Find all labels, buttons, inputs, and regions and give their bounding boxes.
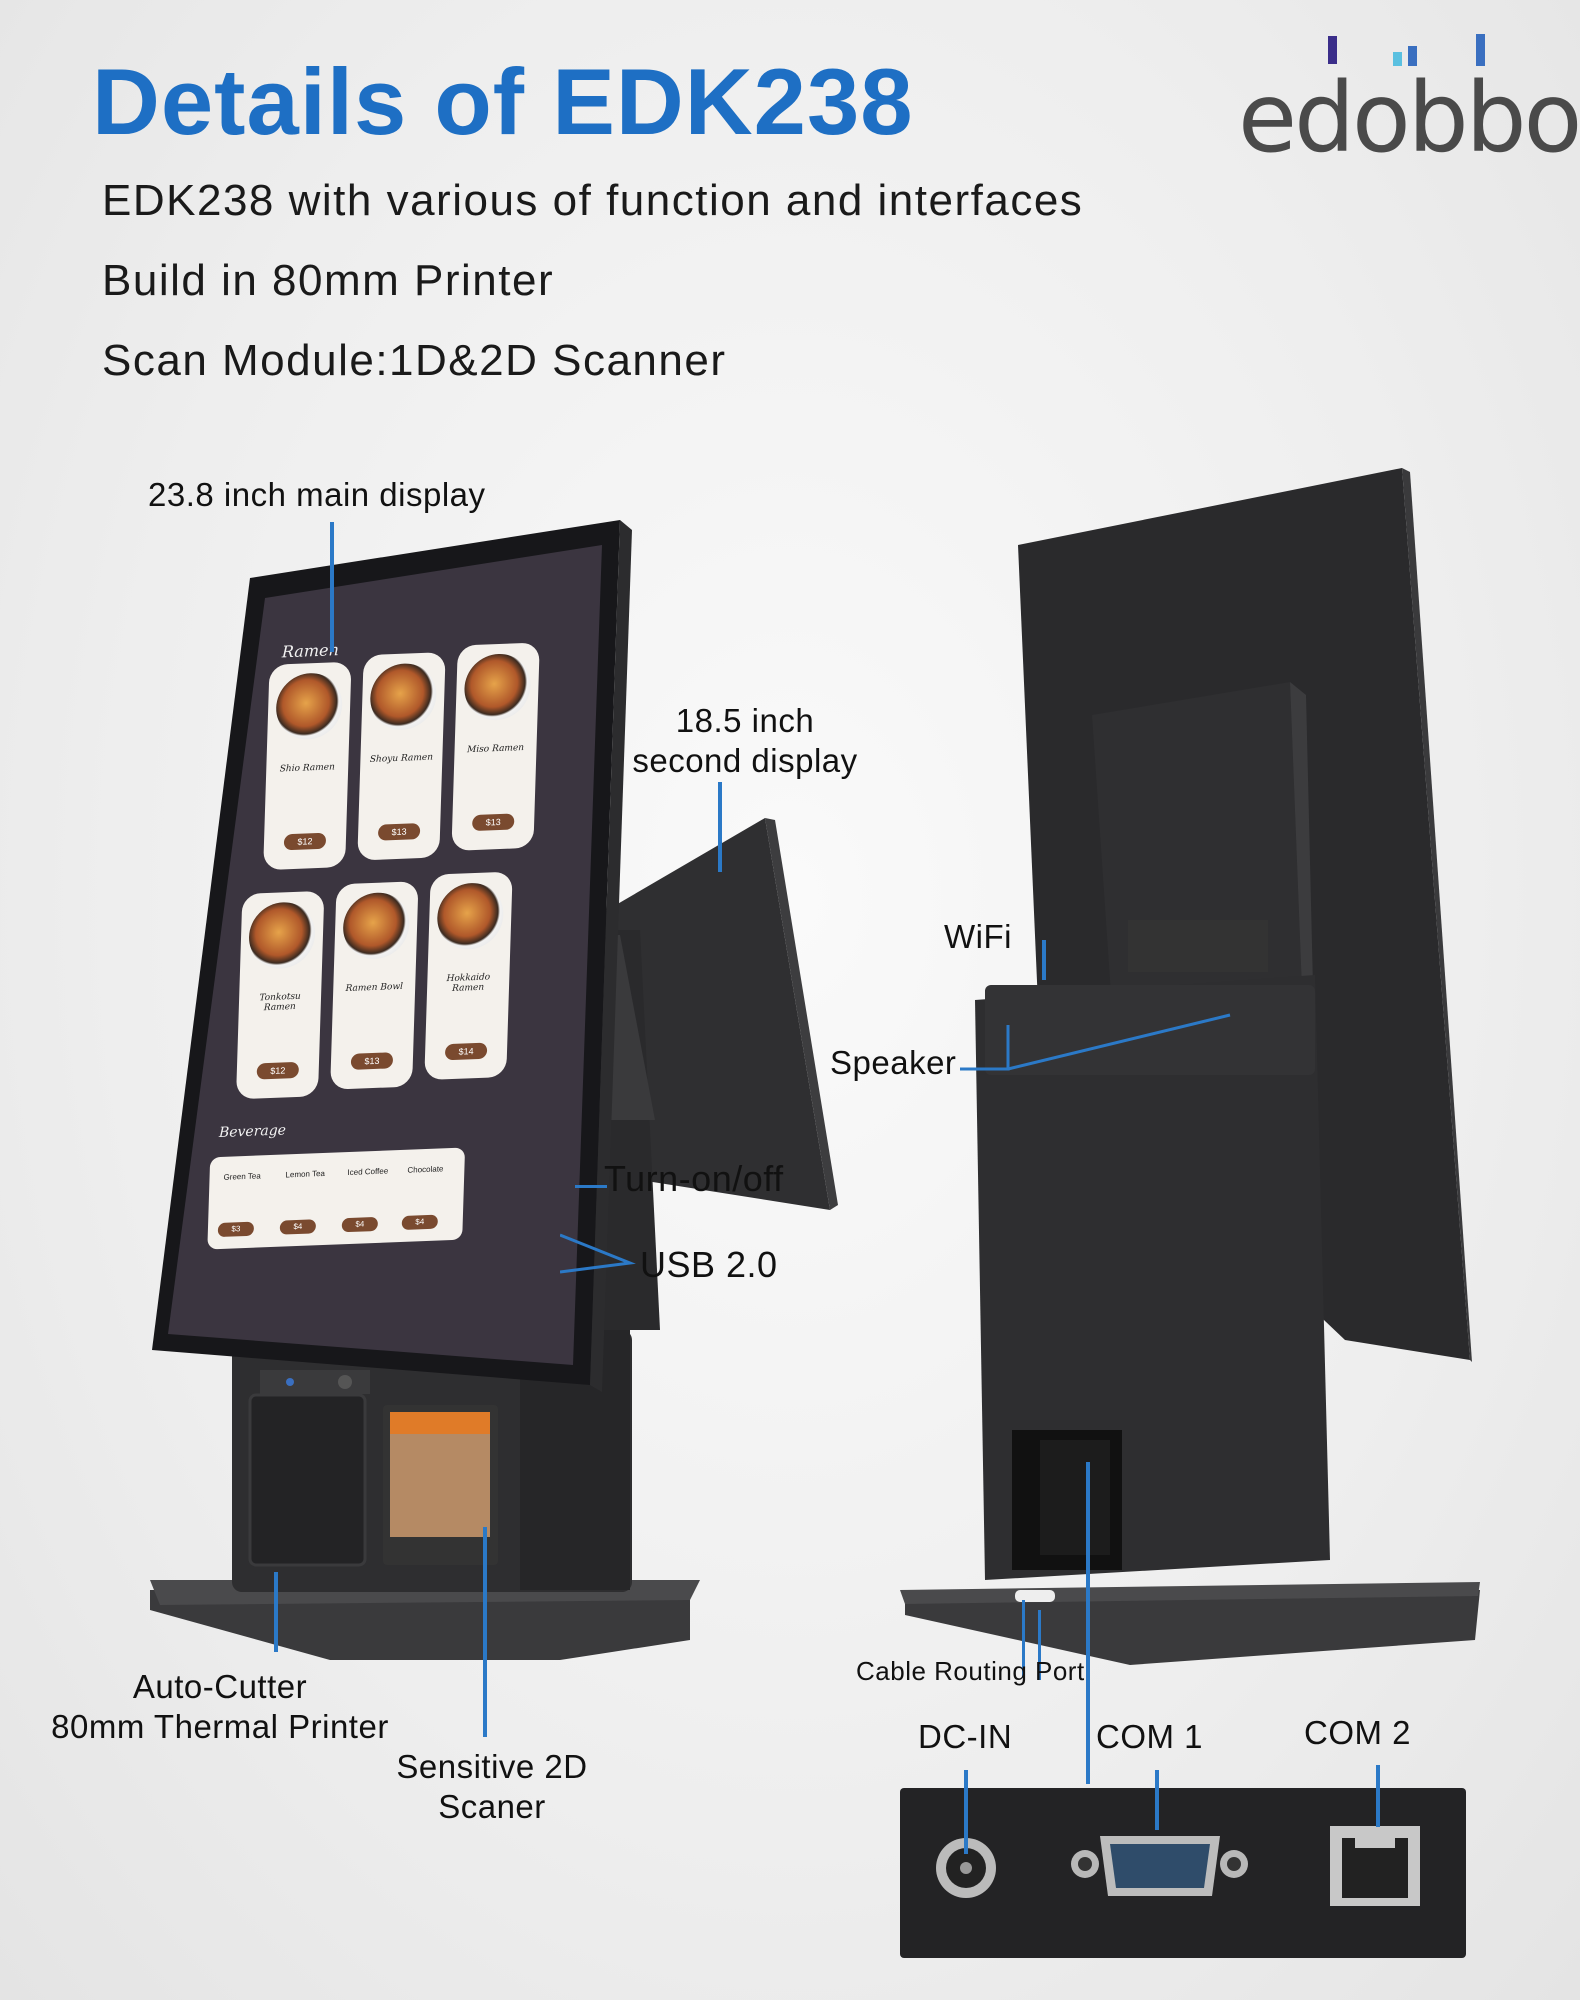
label-main-display: 23.8 inch main display	[148, 476, 486, 513]
leader-line	[1086, 1462, 1090, 1784]
connector-panel-graphic	[936, 1826, 1420, 1906]
label-printer-1: Auto-Cutter	[132, 1668, 308, 1705]
label-scanner-2: Scaner	[438, 1788, 546, 1825]
feature-line-2: Build in 80mm Printer	[102, 256, 555, 305]
leader-line	[330, 522, 334, 652]
label-printer-2: 80mm Thermal Printer	[51, 1708, 389, 1745]
leader-line	[1155, 1770, 1159, 1830]
page-title: Details of EDK238	[92, 49, 914, 154]
leader-line	[964, 1770, 968, 1854]
logo-wordmark: edobbo	[1238, 62, 1580, 174]
leader-line	[1042, 940, 1046, 980]
leader-line	[274, 1572, 278, 1652]
feature-line-1: EDK238 with various of function and inte…	[102, 176, 1084, 225]
logo-bars-icon	[1328, 34, 1485, 66]
leader-line	[483, 1527, 487, 1737]
label-scanner-1: Sensitive 2D	[396, 1748, 588, 1785]
label-speaker: Speaker	[830, 1044, 957, 1081]
label-second-display-1: 18.5 inch	[675, 702, 815, 739]
speaker-leader	[960, 1013, 1231, 1071]
leader-line	[1022, 1600, 1025, 1678]
label-wifi: WiFi	[944, 918, 1012, 955]
label-com2: COM 2	[1304, 1714, 1412, 1751]
label-dc-in: DC-IN	[918, 1718, 1013, 1755]
label-com1: COM 1	[1096, 1718, 1204, 1755]
leader-line	[575, 1185, 607, 1188]
label-cable-port: Cable Routing Port	[856, 1656, 1085, 1686]
leader-line	[1038, 1610, 1041, 1680]
usb-leader	[560, 1233, 636, 1274]
label-second-display-2: second display	[632, 742, 858, 779]
label-power: Turn-on/off	[604, 1158, 784, 1199]
label-usb: USB 2.0	[640, 1244, 778, 1285]
leader-line	[718, 782, 722, 872]
feature-line-3: Scan Module:1D&2D Scanner	[102, 336, 727, 385]
brand-logo: edobbo	[1238, 30, 1580, 166]
leader-line	[1376, 1765, 1380, 1827]
connector-panel	[900, 1788, 1466, 1958]
